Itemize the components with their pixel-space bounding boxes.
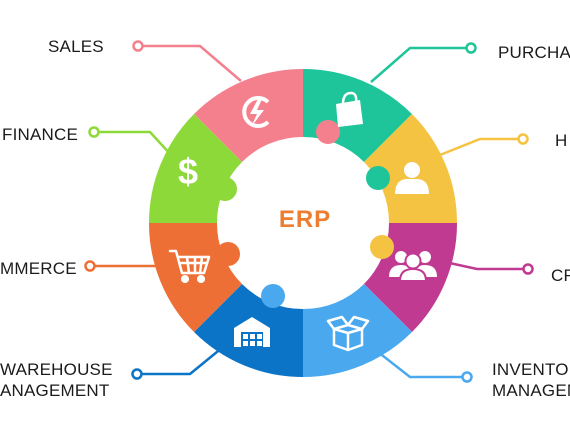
hr-knob	[370, 235, 394, 259]
g-spiral-icon	[242, 96, 270, 128]
hr-connector	[434, 137, 520, 159]
sales-knob	[316, 120, 340, 144]
finance-connector	[97, 130, 173, 157]
inventory-connector-dot	[461, 371, 473, 383]
purchase-connector	[370, 46, 468, 83]
connectors	[84, 40, 534, 383]
inventory-connector	[377, 351, 464, 379]
label-hr: H	[555, 131, 568, 150]
svg-text:$: $	[178, 151, 198, 192]
purchase-connector-dot	[465, 42, 477, 54]
ecommerce-connector-dot	[84, 260, 96, 272]
inventory-knob	[261, 284, 285, 308]
label-warehouse: WAREHOUSE ANAGEMENT	[0, 360, 113, 400]
open-box-icon	[326, 315, 370, 352]
finance-connector-dot	[88, 126, 100, 138]
shopping-cart-icon	[168, 249, 211, 284]
label-sales: SALES	[48, 37, 104, 56]
users-group-icon	[389, 251, 437, 282]
ecommerce-knob	[216, 242, 240, 266]
crm-connector-dot	[522, 263, 534, 275]
sales-segment	[194, 68, 303, 162]
shopping-bag-icon	[336, 91, 363, 127]
label-ecommerce: MMERCE	[0, 259, 77, 278]
hr-connector-dot	[517, 133, 529, 145]
puzzle-knobs	[213, 120, 394, 308]
crm-connector	[444, 260, 525, 271]
finance-knob	[213, 177, 237, 201]
label-inventory: INVENTO MANAGEM	[492, 360, 570, 400]
warehouse-icon	[234, 317, 270, 347]
user-icon	[395, 162, 429, 194]
warehouse-connector-dot	[131, 368, 143, 380]
warehouse-connector	[140, 346, 224, 376]
sales-connector-dot	[132, 40, 144, 52]
dollar-icon: $	[178, 151, 198, 192]
label-crm: CR	[551, 266, 570, 285]
label-finance: FINANCE	[2, 125, 79, 144]
label-purchase: PURCHA	[498, 43, 570, 62]
sales-connector	[140, 44, 242, 82]
purchase-knob	[366, 166, 390, 190]
erp-center-label: ERP	[278, 206, 332, 233]
